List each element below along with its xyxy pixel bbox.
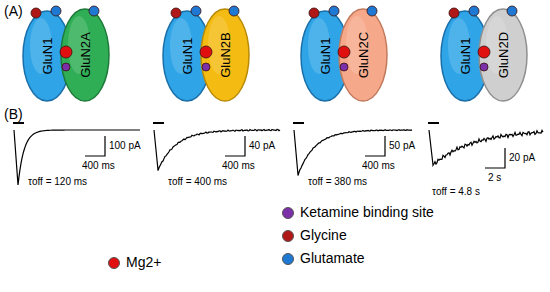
trace-annotation: 100 pA xyxy=(109,140,141,151)
mg-ion xyxy=(60,46,72,58)
glycine-site xyxy=(309,8,319,18)
subunit-name: GluN2B xyxy=(218,32,233,78)
glutamate-site xyxy=(89,6,99,16)
trace-annotation: 400 ms xyxy=(82,160,115,171)
subunit-name: GluN1 xyxy=(40,38,55,75)
subunit-shape xyxy=(61,9,109,101)
ketamine-site xyxy=(202,63,210,71)
scale-bar xyxy=(485,148,505,168)
glutamate-site xyxy=(229,6,239,16)
glun2-subunit: GluN2A xyxy=(60,8,110,102)
mg-ion xyxy=(478,46,490,58)
current-trace xyxy=(294,130,412,176)
subunit-name: GluN2C xyxy=(356,32,371,78)
mg-ion xyxy=(338,46,350,58)
trace-annotation: 20 pA xyxy=(509,152,535,163)
legend-swatch xyxy=(282,230,294,242)
trace-annotation: τoff = 380 ms xyxy=(308,176,367,187)
legend-text: Mg2+ xyxy=(126,254,161,270)
glutamate-site xyxy=(469,6,479,16)
trace-annotation: 50 pA xyxy=(389,140,415,151)
ketamine-site xyxy=(62,63,70,71)
subunit-shape xyxy=(479,9,527,101)
ketamine-site xyxy=(340,63,348,71)
glycine-site xyxy=(31,8,41,18)
glycine-site xyxy=(171,8,181,18)
scale-bar xyxy=(225,136,245,156)
application-bar xyxy=(293,122,304,124)
legend-swatch xyxy=(282,253,294,265)
current-trace xyxy=(154,129,280,170)
trace-annotation: 400 ms xyxy=(222,160,255,171)
trace-annotation: τoff = 4.8 s xyxy=(432,186,480,197)
trace-annotation: 40 pA xyxy=(249,140,275,151)
glutamate-site xyxy=(191,6,201,16)
mg-ion xyxy=(200,46,212,58)
glun2-subunit: GluN2B xyxy=(200,8,250,102)
application-bar xyxy=(13,122,24,124)
legend-text: Glycine xyxy=(300,227,347,243)
scale-bar xyxy=(85,136,105,156)
panel-label: (B) xyxy=(4,106,23,122)
trace-annotation: 2 s xyxy=(488,172,501,183)
application-bar xyxy=(153,122,164,124)
application-bar xyxy=(428,122,439,124)
trace-annotation: τoff = 400 ms xyxy=(168,176,227,187)
subunit-name: GluN1 xyxy=(318,38,333,75)
subunit-name: GluN2A xyxy=(78,32,93,78)
legend-text: Ketamine binding site xyxy=(300,204,434,220)
legend-swatch xyxy=(282,207,294,219)
legend-swatch xyxy=(108,257,120,269)
panel-label: (A) xyxy=(4,3,23,19)
subunit-shape xyxy=(339,9,387,101)
subunit-name: GluN1 xyxy=(458,38,473,75)
glutamate-site xyxy=(51,6,61,16)
glun2-subunit: GluN2C xyxy=(338,8,388,102)
trace-annotation: 400 ms xyxy=(362,160,395,171)
subunit-shape xyxy=(201,9,249,101)
current-trace xyxy=(429,130,543,165)
glutamate-site xyxy=(507,6,517,16)
glycine-site xyxy=(449,8,459,18)
ketamine-site xyxy=(480,63,488,71)
glutamate-site xyxy=(329,6,339,16)
subunit-name: GluN1 xyxy=(180,38,195,75)
legend-text: Glutamate xyxy=(300,250,365,266)
trace-annotation: τoff = 120 ms xyxy=(28,176,87,187)
scale-bar xyxy=(365,136,385,156)
glun2-subunit: GluN2D xyxy=(478,8,528,102)
subunit-name: GluN2D xyxy=(496,32,511,78)
glutamate-site xyxy=(367,6,377,16)
